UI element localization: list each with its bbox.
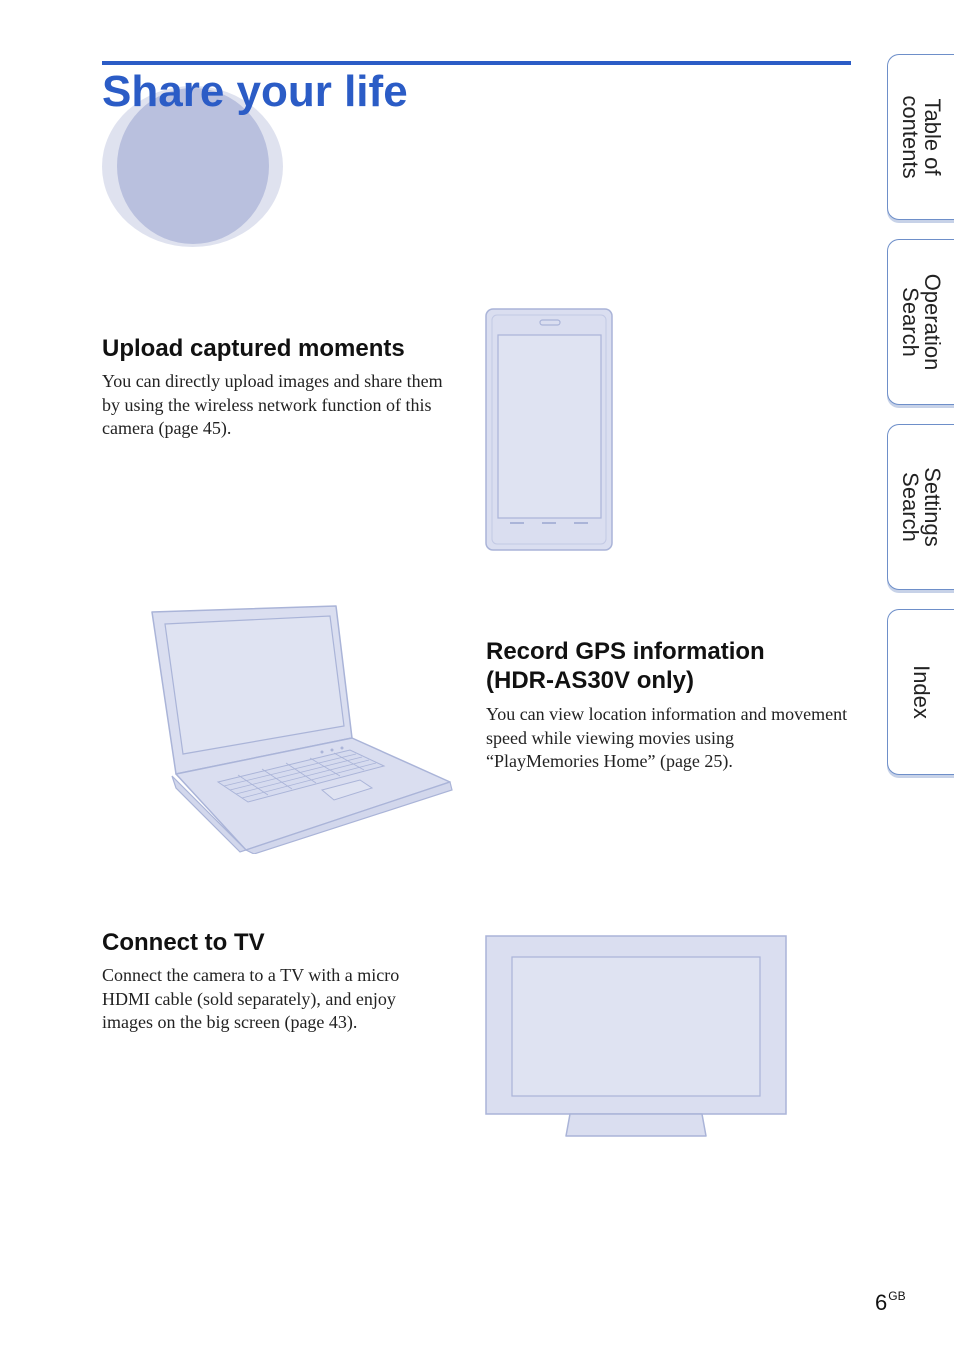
decorative-circle-inner <box>117 88 269 244</box>
tab-table-of-contents-line2: contents <box>898 95 923 179</box>
tab-table-of-contents-line1: Table of <box>920 98 945 176</box>
tab-operation-search-line1: Operation <box>920 273 945 371</box>
section-heading-gps-line2: (HDR-AS30V only) <box>486 667 695 694</box>
section-heading-gps: Record GPS information (HDR-AS30V only) <box>486 637 765 695</box>
section-heading-upload: Upload captured moments <box>102 335 405 362</box>
tab-settings-search-line1: Settings <box>920 467 945 547</box>
page-title: Share your life <box>102 67 408 116</box>
section-body-gps: You can view location information and mo… <box>486 704 848 771</box>
tab-index[interactable]: Index <box>887 609 954 775</box>
smartphone-illustration-icon <box>485 308 613 551</box>
section-heading-gps-line1: Record GPS information <box>486 638 765 665</box>
laptop-illustration-icon <box>151 605 453 854</box>
tab-settings-search[interactable]: Settings Search <box>887 424 954 590</box>
page-number: 6GB <box>875 1289 906 1316</box>
tab-index-line1: Index <box>909 665 934 719</box>
tab-operation-search-line2: Search <box>898 287 923 357</box>
tab-settings-search-line2: Search <box>898 472 923 542</box>
tv-illustration-icon <box>485 935 787 1137</box>
page-number-suffix: GB <box>888 1289 906 1303</box>
page-number-value: 6 <box>875 1290 888 1315</box>
header-rule <box>102 61 851 65</box>
section-heading-tv: Connect to TV <box>102 929 265 956</box>
tab-operation-search[interactable]: Operation Search <box>887 239 954 405</box>
section-body-upload: You can directly upload images and share… <box>102 371 443 438</box>
section-body-tv: Connect the camera to a TV with a micro … <box>102 965 400 1032</box>
tab-table-of-contents[interactable]: Table of contents <box>887 54 954 220</box>
